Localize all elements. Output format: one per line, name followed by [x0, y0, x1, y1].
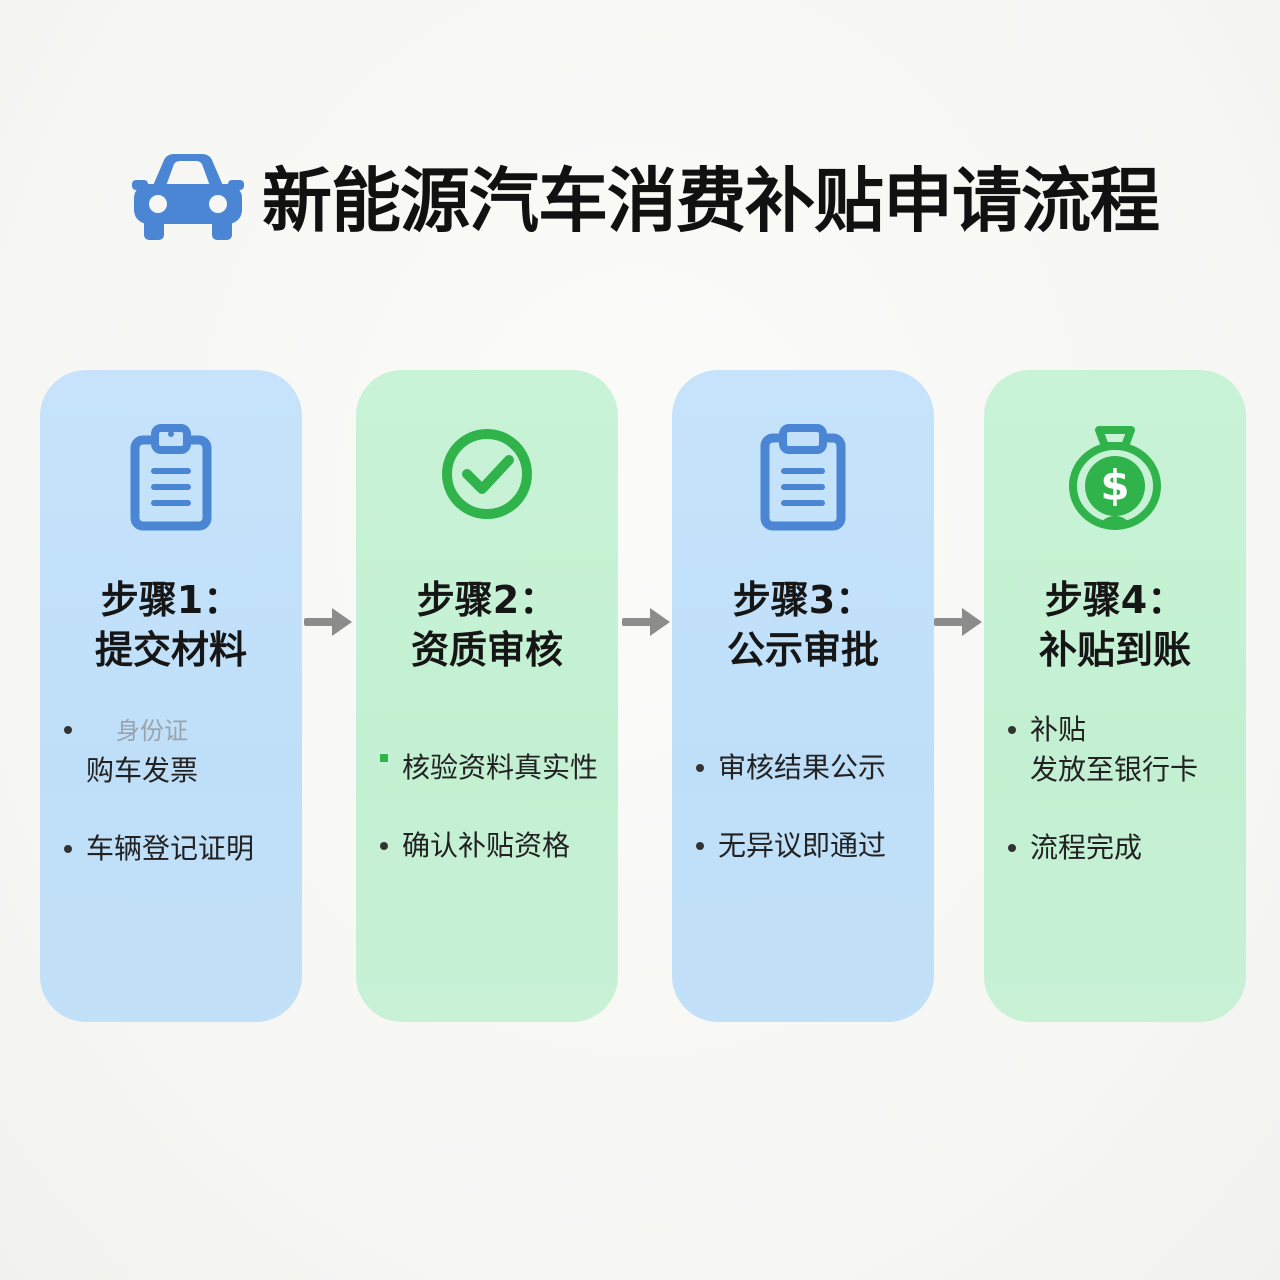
step-label: 步骤1： — [100, 578, 242, 622]
list-item-text: 补贴 — [1030, 713, 1087, 746]
list-item-text: 身份证 — [116, 717, 188, 745]
list-item-text: 核验资料真实性 — [402, 751, 599, 784]
step-name: 提交材料 — [94, 628, 247, 672]
check-circle-icon — [442, 429, 532, 519]
list-item: 审核结果公示 — [694, 748, 924, 788]
bullet-dot — [696, 764, 704, 772]
step-card-1: 步骤1： 提交材料 身份证 购车发票 车辆登记证明 — [40, 370, 302, 1022]
list-item-text: 车辆登记证明 — [86, 832, 255, 865]
step-label: 步骤3： — [732, 578, 874, 622]
bullet-list: 审核结果公示 无异议即通过 — [694, 748, 924, 904]
arrow-right-icon — [304, 608, 352, 636]
bullet-dot — [1008, 844, 1016, 852]
list-item: 流程完成 — [1006, 828, 1236, 868]
svg-text:$: $ — [1100, 461, 1129, 510]
step-card-2: 步骤2： 资质审核 核验资料真实性 确认补贴资格 — [356, 370, 618, 1022]
list-item-text: 购车发票 — [86, 754, 199, 787]
list-item: 补贴 发放至银行卡 — [1006, 710, 1236, 790]
step-name: 资质审核 — [410, 628, 563, 672]
list-item-text: 流程完成 — [1030, 831, 1143, 864]
money-bag-icon: $ — [1069, 426, 1161, 530]
page-title: 新能源汽车消费补贴申请流程 — [262, 160, 1160, 242]
bullet-dot — [64, 845, 72, 853]
bullet-dot — [64, 726, 72, 734]
bullet-dot — [380, 754, 388, 762]
clipboard-icon — [760, 424, 846, 531]
list-item-text: 审核结果公示 — [718, 751, 887, 784]
step-card-4: $ 步骤4： 补贴到账 补贴 发放至银行卡 流程完成 — [984, 370, 1246, 1022]
header: 新能源汽车消费补贴申请流程 — [0, 140, 1280, 260]
bullet-dot — [1008, 726, 1016, 734]
bullet-dot — [380, 842, 388, 850]
list-item: 车辆登记证明 — [62, 829, 292, 869]
bullet-dot — [696, 842, 704, 850]
list-item-text: 无异议即通过 — [718, 829, 887, 862]
clipboard-icon — [130, 424, 212, 531]
bullet-list: 身份证 购车发票 车辆登记证明 — [62, 710, 292, 907]
list-item-text: 确认补贴资格 — [402, 829, 571, 862]
car-icon — [132, 154, 244, 240]
step-label: 步骤4： — [1044, 578, 1186, 622]
list-item-text: 发放至银行卡 — [1030, 753, 1199, 786]
bullet-list: 补贴 发放至银行卡 流程完成 — [1006, 710, 1236, 906]
list-item: 核验资料真实性 — [378, 748, 608, 788]
step-label: 步骤2： — [416, 578, 558, 622]
arrow-right-icon — [622, 608, 670, 636]
step-card-3: 步骤3： 公示审批 审核结果公示 无异议即通过 — [672, 370, 934, 1022]
bullet-list: 核验资料真实性 确认补贴资格 — [378, 748, 608, 904]
step-name: 公示审批 — [726, 628, 879, 672]
step-name: 补贴到账 — [1038, 628, 1191, 672]
arrow-right-icon — [934, 608, 982, 636]
list-item: 身份证 购车发票 — [62, 710, 292, 791]
list-item: 确认补贴资格 — [378, 826, 608, 866]
list-item: 无异议即通过 — [694, 826, 924, 866]
